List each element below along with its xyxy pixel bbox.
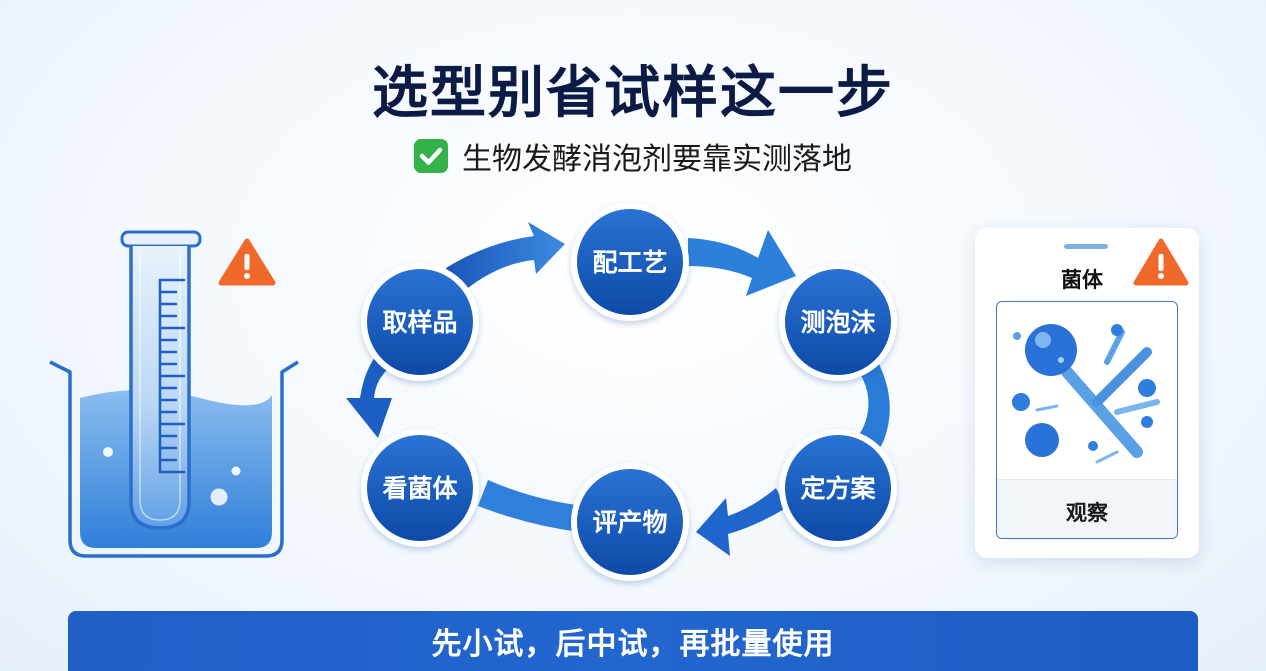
node-circle — [577, 469, 683, 575]
cycle-arrow — [478, 480, 584, 532]
node-ping-chan-wu: 评产物 — [571, 463, 689, 581]
node-label: 看菌体 — [382, 474, 458, 503]
node-qu-yang-pin: 取样品 — [361, 263, 479, 381]
node-ding-fang-an: 定方案 — [779, 429, 897, 547]
warning-icon — [1133, 238, 1189, 286]
cycle-arrow — [696, 488, 786, 556]
node-label: 评产物 — [592, 508, 667, 537]
node-circle — [785, 269, 891, 375]
microscope-panel: 观察 — [996, 301, 1178, 539]
node-circle — [577, 209, 683, 315]
node-ce-pao-mo: 测泡沫 — [779, 263, 897, 381]
node-circle — [367, 435, 473, 541]
card-caption: 观察 — [1066, 501, 1108, 525]
warning-icon — [218, 238, 276, 286]
node-label: 取样品 — [382, 308, 457, 337]
bottom-banner: 先小试，后中试，再批量使用 — [68, 611, 1198, 671]
node-label: 定方案 — [800, 474, 876, 503]
page-title: 选型别省试样这一步 — [372, 61, 894, 126]
node-kan-jun-ti: 看菌体 — [361, 429, 479, 547]
card-title: 菌体 — [1061, 268, 1103, 292]
node-circle — [367, 269, 473, 375]
subtitle-text: 生物发酵消泡剂要靠实测落地 — [462, 142, 852, 177]
banner-text: 先小试，后中试，再批量使用 — [431, 627, 835, 662]
cycle-arrow — [688, 230, 796, 296]
check-icon — [414, 139, 448, 173]
test-tube-icon — [120, 230, 202, 530]
node-pei-gong-yi: 配工艺 — [571, 203, 689, 321]
node-label: 测泡沫 — [800, 308, 875, 337]
subtitle: 生物发酵消泡剂要靠实测落地 — [0, 134, 1266, 178]
card-handle — [1064, 244, 1108, 249]
card-footer: 观察 — [997, 479, 1177, 538]
microbe-icon — [1012, 324, 1160, 464]
node-label: 配工艺 — [592, 248, 667, 277]
cycle-arrow — [446, 222, 565, 296]
node-circle — [785, 435, 891, 541]
